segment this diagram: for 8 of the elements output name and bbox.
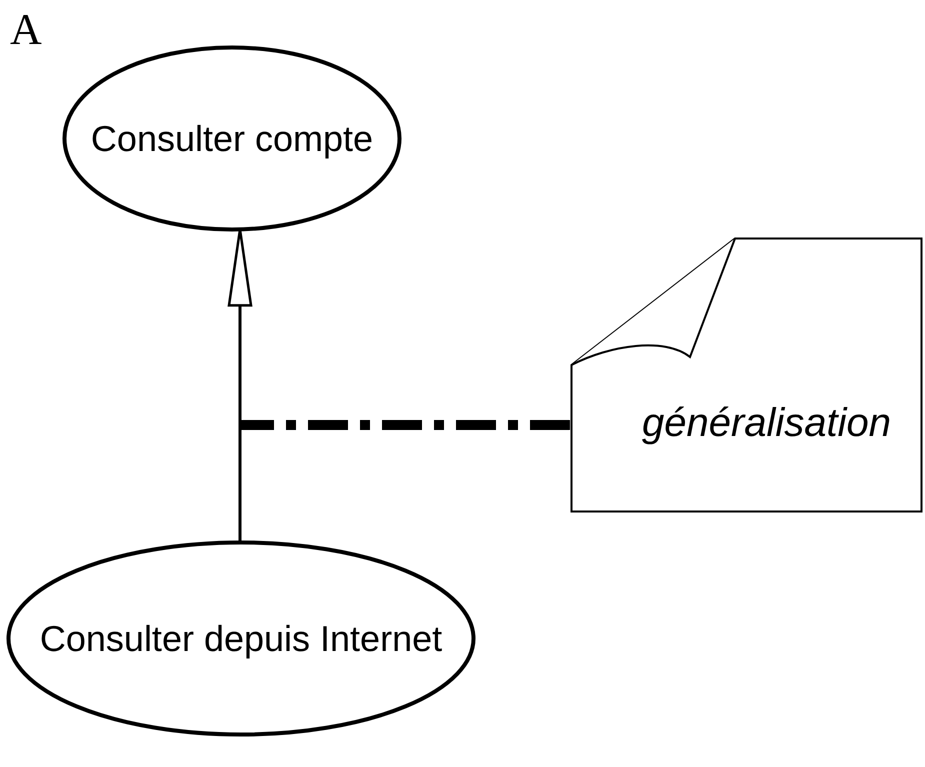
- note-text: généralisation: [642, 400, 892, 446]
- use-case-label: Consulter depuis Internet: [40, 616, 442, 660]
- anchor-line: [240, 420, 570, 430]
- corner-letter: A: [10, 8, 42, 52]
- use-case-label: Consulter compte: [90, 116, 374, 160]
- use-case-ellipse: [6, 540, 476, 737]
- note-shape: [570, 237, 923, 513]
- use-case-ellipse: [62, 45, 402, 232]
